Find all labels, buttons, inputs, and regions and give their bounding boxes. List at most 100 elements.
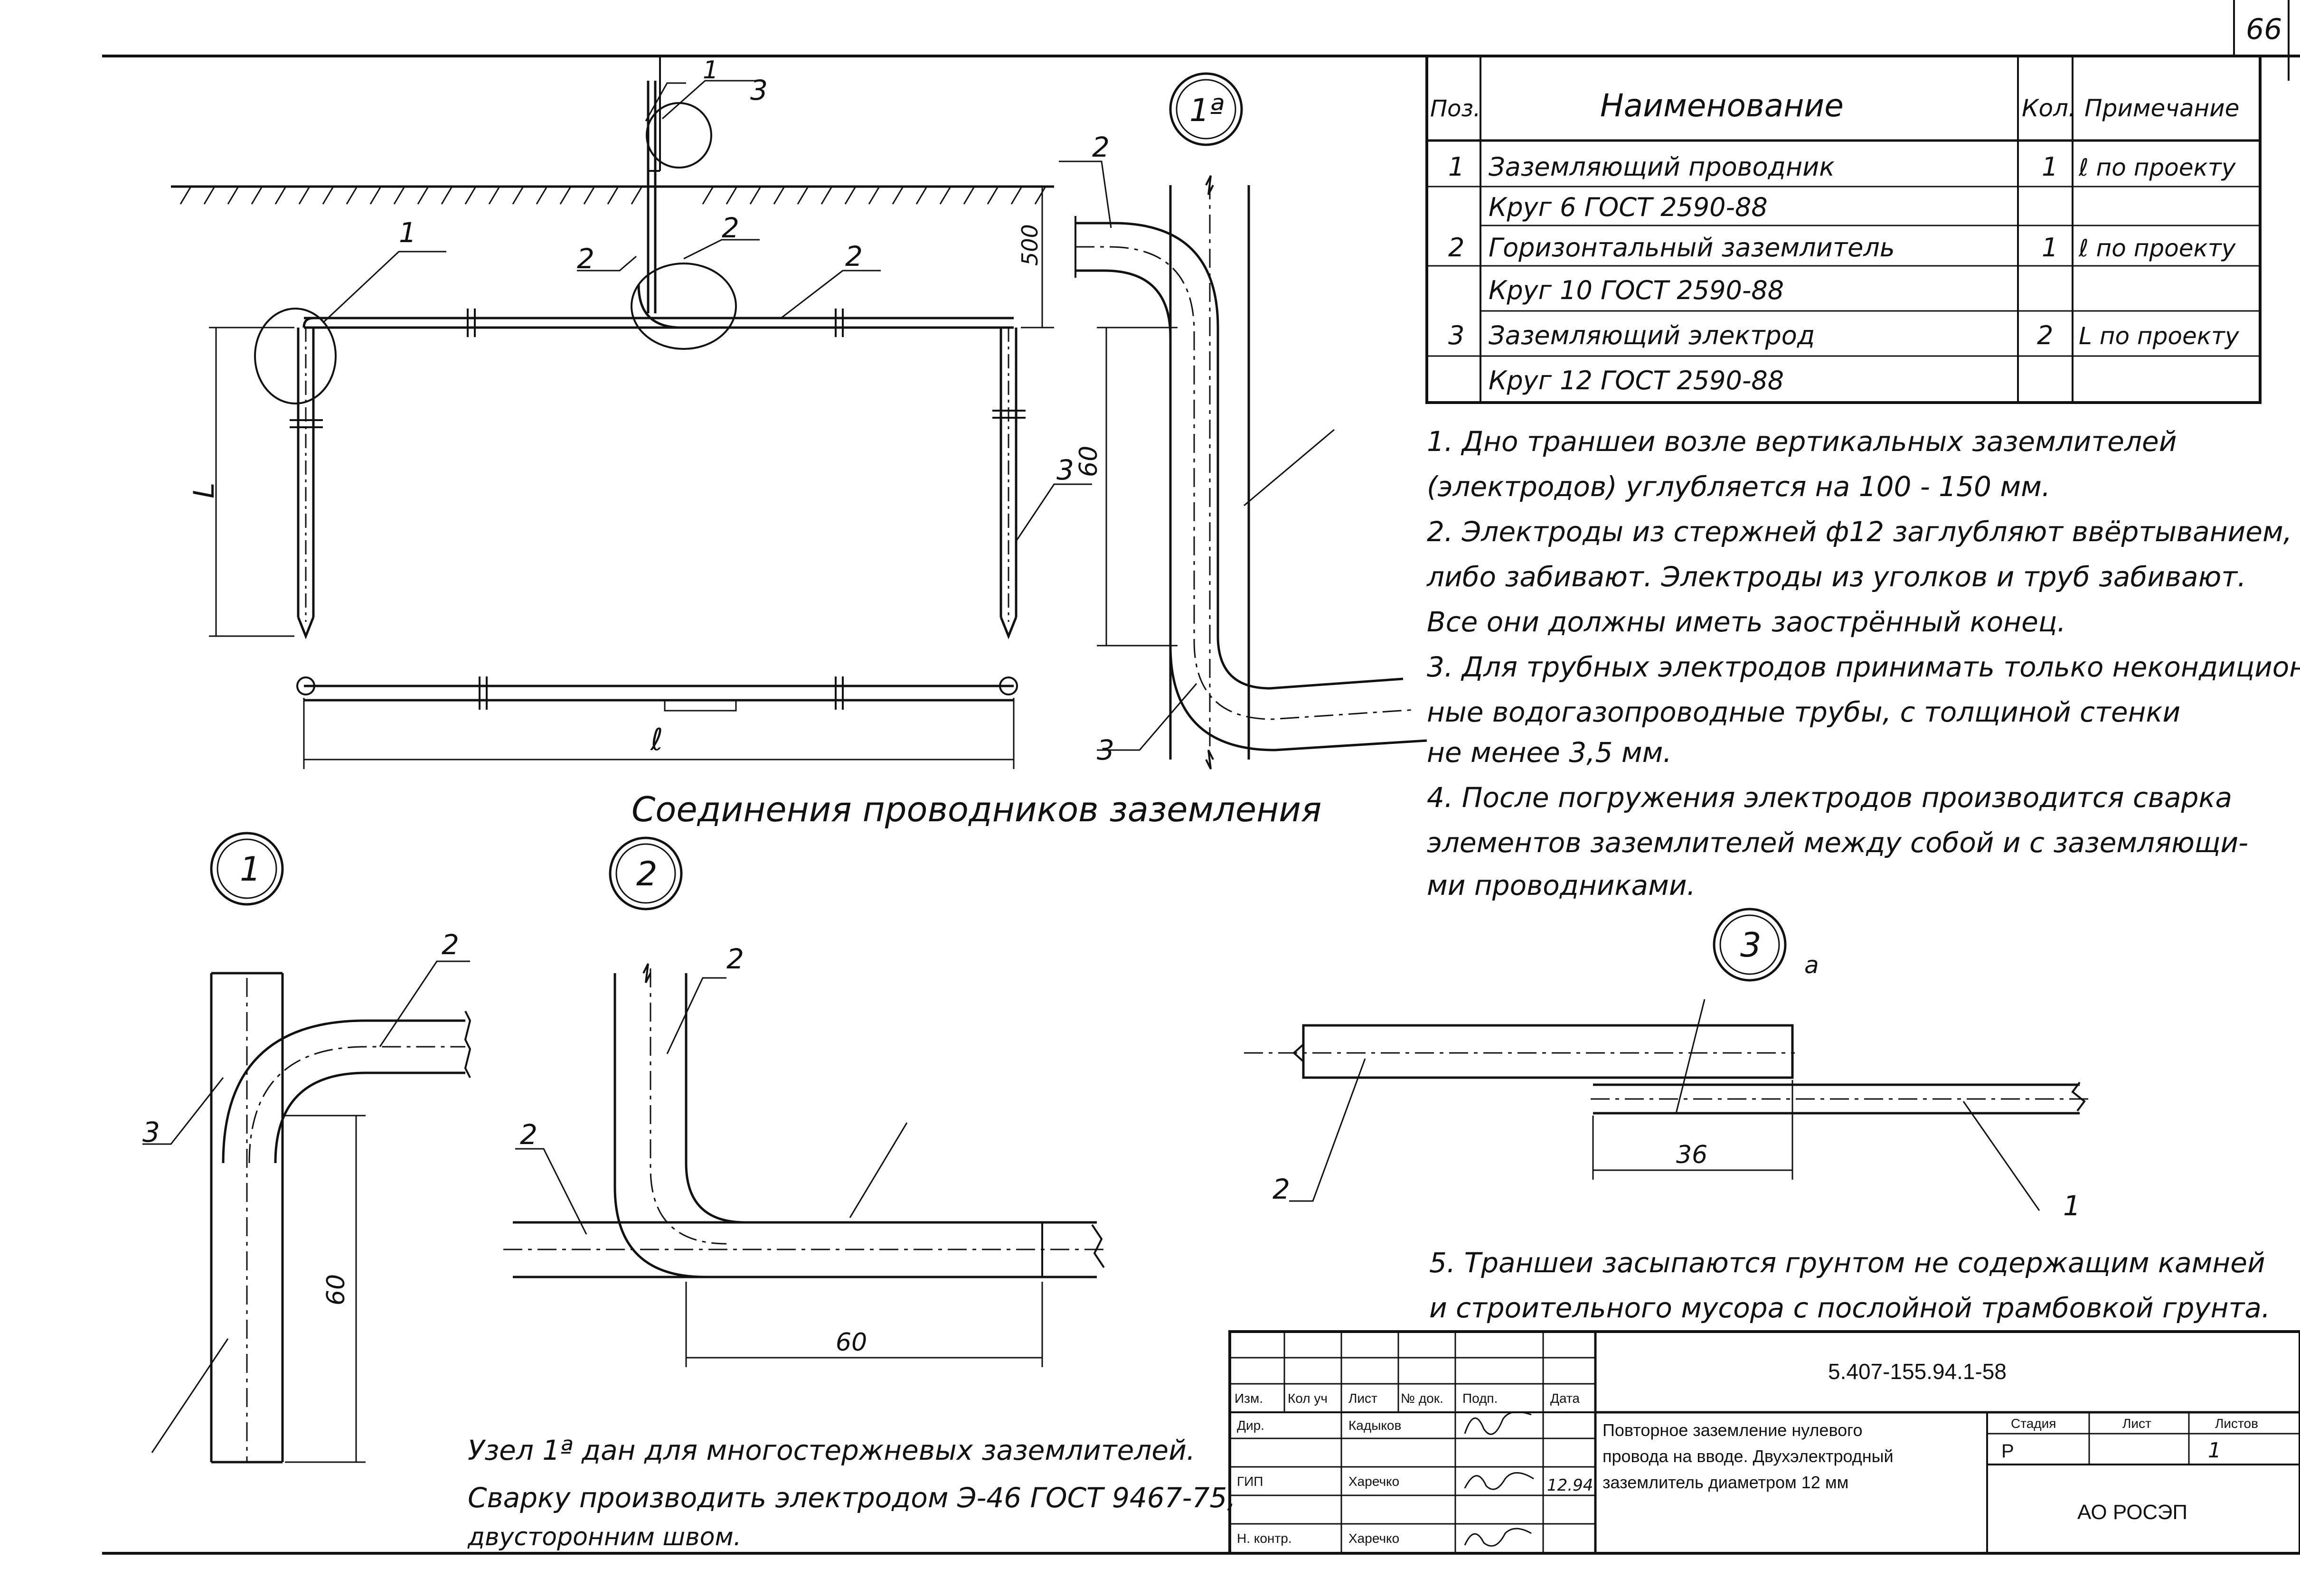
node-2-label: 2 <box>636 854 658 893</box>
spec-row-5: 3 Заземляющий электрод 2 L по проекту <box>1448 320 2240 350</box>
spec-row-2: Круг 6 ГОСТ 2590-88 <box>1489 192 1768 222</box>
page-number: 66 <box>2246 13 2282 46</box>
spec-header-qty: Кол. <box>2022 94 2076 122</box>
spec-pos: 2 <box>1448 233 1464 263</box>
node-note-line: двусторонним швом. <box>467 1523 741 1551</box>
note-line: 1. Дно траншеи возле вертикальных заземл… <box>1427 425 2177 458</box>
tb-sheets-label: Листов <box>2215 1416 2258 1431</box>
node-3-label: 3 <box>1740 926 1762 965</box>
tb-col-kolуch: Кол уч <box>1288 1391 1328 1406</box>
spec-qty: 2 <box>2037 320 2053 350</box>
spec-row-1: 1 Заземляющий проводник 1 ℓ по проекту <box>1448 152 2236 182</box>
dim-60-node2: 60 <box>836 1328 867 1357</box>
spec-row-6: Круг 12 ГОСТ 2590-88 <box>1489 366 1784 395</box>
connections-caption: Соединения проводников заземления <box>632 789 1321 829</box>
dim-500: 500 <box>1017 224 1043 266</box>
spec-pos: 3 <box>1448 320 1464 350</box>
tb-doc-code: 5.407-155.94.1-58 <box>1828 1359 2007 1384</box>
label-pos1-top: 1 <box>703 56 718 84</box>
node-1a-label: 1ª <box>1189 92 1224 129</box>
label-pos3-top: 3 <box>750 74 768 106</box>
tb-col-list: Лист <box>1348 1391 1377 1406</box>
node-note-line: Узел 1ª дан для многостержневых заземлит… <box>468 1434 1195 1466</box>
main-plan-drawing <box>171 57 1092 769</box>
tb-col-podp: Подп. <box>1462 1391 1498 1406</box>
spec-name: Заземляющий электрод <box>1489 320 1815 350</box>
dim-36: 36 <box>1676 1141 1707 1169</box>
tb-person: Харечко <box>1348 1531 1399 1546</box>
node-2-drawing <box>503 836 1106 1367</box>
spec-name: Круг 6 ГОСТ 2590-88 <box>1489 192 1768 222</box>
note-line: ми проводниками. <box>1427 869 1696 901</box>
label-pos2-node1: 2 <box>442 929 459 961</box>
spec-row-3: 2 Горизонтальный заземлитель 1 ℓ по прое… <box>1448 233 2236 263</box>
spec-table <box>1425 55 2262 404</box>
label-pos3-node1a: 3 <box>1097 734 1114 766</box>
note-line: (электродов) углубляется на 100 - 150 мм… <box>1427 470 2050 503</box>
spec-name: Заземляющий проводник <box>1489 152 1835 182</box>
tb-stage-label: Стадия <box>2011 1416 2056 1431</box>
note-line: либо забивают. Электроды из уголков и тр… <box>1426 561 2246 593</box>
tb-title-line: Повторное заземление нулевого <box>1602 1420 1863 1440</box>
dim-60-node1a: 60 <box>1075 446 1103 477</box>
note-line: 2. Электроды из стержней ф12 заглубляют … <box>1427 516 2292 548</box>
label-pos2-node1a: 2 <box>1092 131 1110 163</box>
spec-name: Круг 10 ГОСТ 2590-88 <box>1489 275 1784 305</box>
tb-title-line: заземлитель диаметром 12 мм <box>1602 1473 1848 1492</box>
note5-line: и строительного мусора с послойной трамб… <box>1429 1292 2270 1324</box>
spec-note: ℓ по проекту <box>2078 154 2236 181</box>
label-pos2-node2-left: 2 <box>520 1118 537 1151</box>
tb-role: ГИП <box>1237 1474 1263 1489</box>
tb-stage: Р <box>2001 1441 2014 1462</box>
node-1-drawing <box>142 832 471 1464</box>
tb-sheet: 1 <box>2208 1438 2221 1463</box>
tb-title-line: провода на вводе. Двухэлектродный <box>1602 1446 1894 1466</box>
label-pos2-right: 2 <box>845 240 863 272</box>
label-pos2-bend: 2 <box>722 212 739 244</box>
tb-date: 12.94 <box>1547 1476 1593 1495</box>
spec-qty: 1 <box>2042 152 2058 182</box>
note5-line: 5. Траншеи засыпаются грунтом не содержа… <box>1429 1247 2265 1279</box>
spec-header-pos: Поз. <box>1430 95 1480 122</box>
spec-header-name: Наименование <box>1600 87 1844 124</box>
note-line: элементов заземлителей между собой и с з… <box>1427 826 2248 859</box>
tb-col-date: Дата <box>1550 1391 1580 1406</box>
tb-person: Харечко <box>1348 1474 1399 1489</box>
tb-org: АО РОСЭП <box>2077 1501 2187 1524</box>
tb-role: Н. контр. <box>1237 1531 1292 1546</box>
spec-name: Круг 12 ГОСТ 2590-88 <box>1489 366 1784 395</box>
node-3-suffix: a <box>1804 951 1819 979</box>
title-block <box>1228 1330 2300 1555</box>
spec-row-4: Круг 10 ГОСТ 2590-88 <box>1489 275 1784 305</box>
label-pos3-node1: 3 <box>142 1116 160 1148</box>
spec-name: Горизонтальный заземлитель <box>1489 233 1895 263</box>
node-1-label: 1 <box>240 850 261 889</box>
spec-note: L по проекту <box>2079 322 2240 350</box>
label-pos2-stem: 2 <box>577 243 594 275</box>
spec-note: ℓ по проекту <box>2078 235 2236 262</box>
note-line: 4. После погружения электродов производи… <box>1427 781 2232 814</box>
tb-col-izm: Изм. <box>1235 1391 1263 1406</box>
label-pos2-node3: 2 <box>1273 1173 1290 1205</box>
note-line: Все они должны иметь заострённый конец. <box>1427 606 2066 638</box>
dim-60-node1: 60 <box>322 1274 350 1305</box>
tb-role: Дир. <box>1237 1418 1264 1433</box>
spec-pos: 1 <box>1448 152 1464 182</box>
node-note-line: Сварку производить электродом Э-46 ГОСТ … <box>468 1482 1236 1514</box>
notes-block: 1. Дно траншеи возле вертикальных заземл… <box>1426 425 2300 901</box>
label-pos1-left: 1 <box>399 216 416 249</box>
tb-sheet-label: Лист <box>2122 1416 2151 1431</box>
node-1a-drawing <box>1059 72 1427 770</box>
tb-person: Кадыков <box>1348 1418 1401 1433</box>
spec-qty: 1 <box>2042 233 2058 263</box>
note-line: не менее 3,5 мм. <box>1427 736 1672 769</box>
spec-header-note: Примечание <box>2084 94 2239 122</box>
label-pos3-right: 3 <box>1056 454 1074 486</box>
tb-col-doc: № док. <box>1401 1391 1443 1406</box>
label-pos1-node3: 1 <box>2063 1190 2081 1222</box>
dim-l: ℓ <box>650 723 663 758</box>
node-3-drawing <box>1244 908 2094 1211</box>
label-pos2-node2-top: 2 <box>726 943 744 975</box>
dim-L: L <box>188 483 221 498</box>
